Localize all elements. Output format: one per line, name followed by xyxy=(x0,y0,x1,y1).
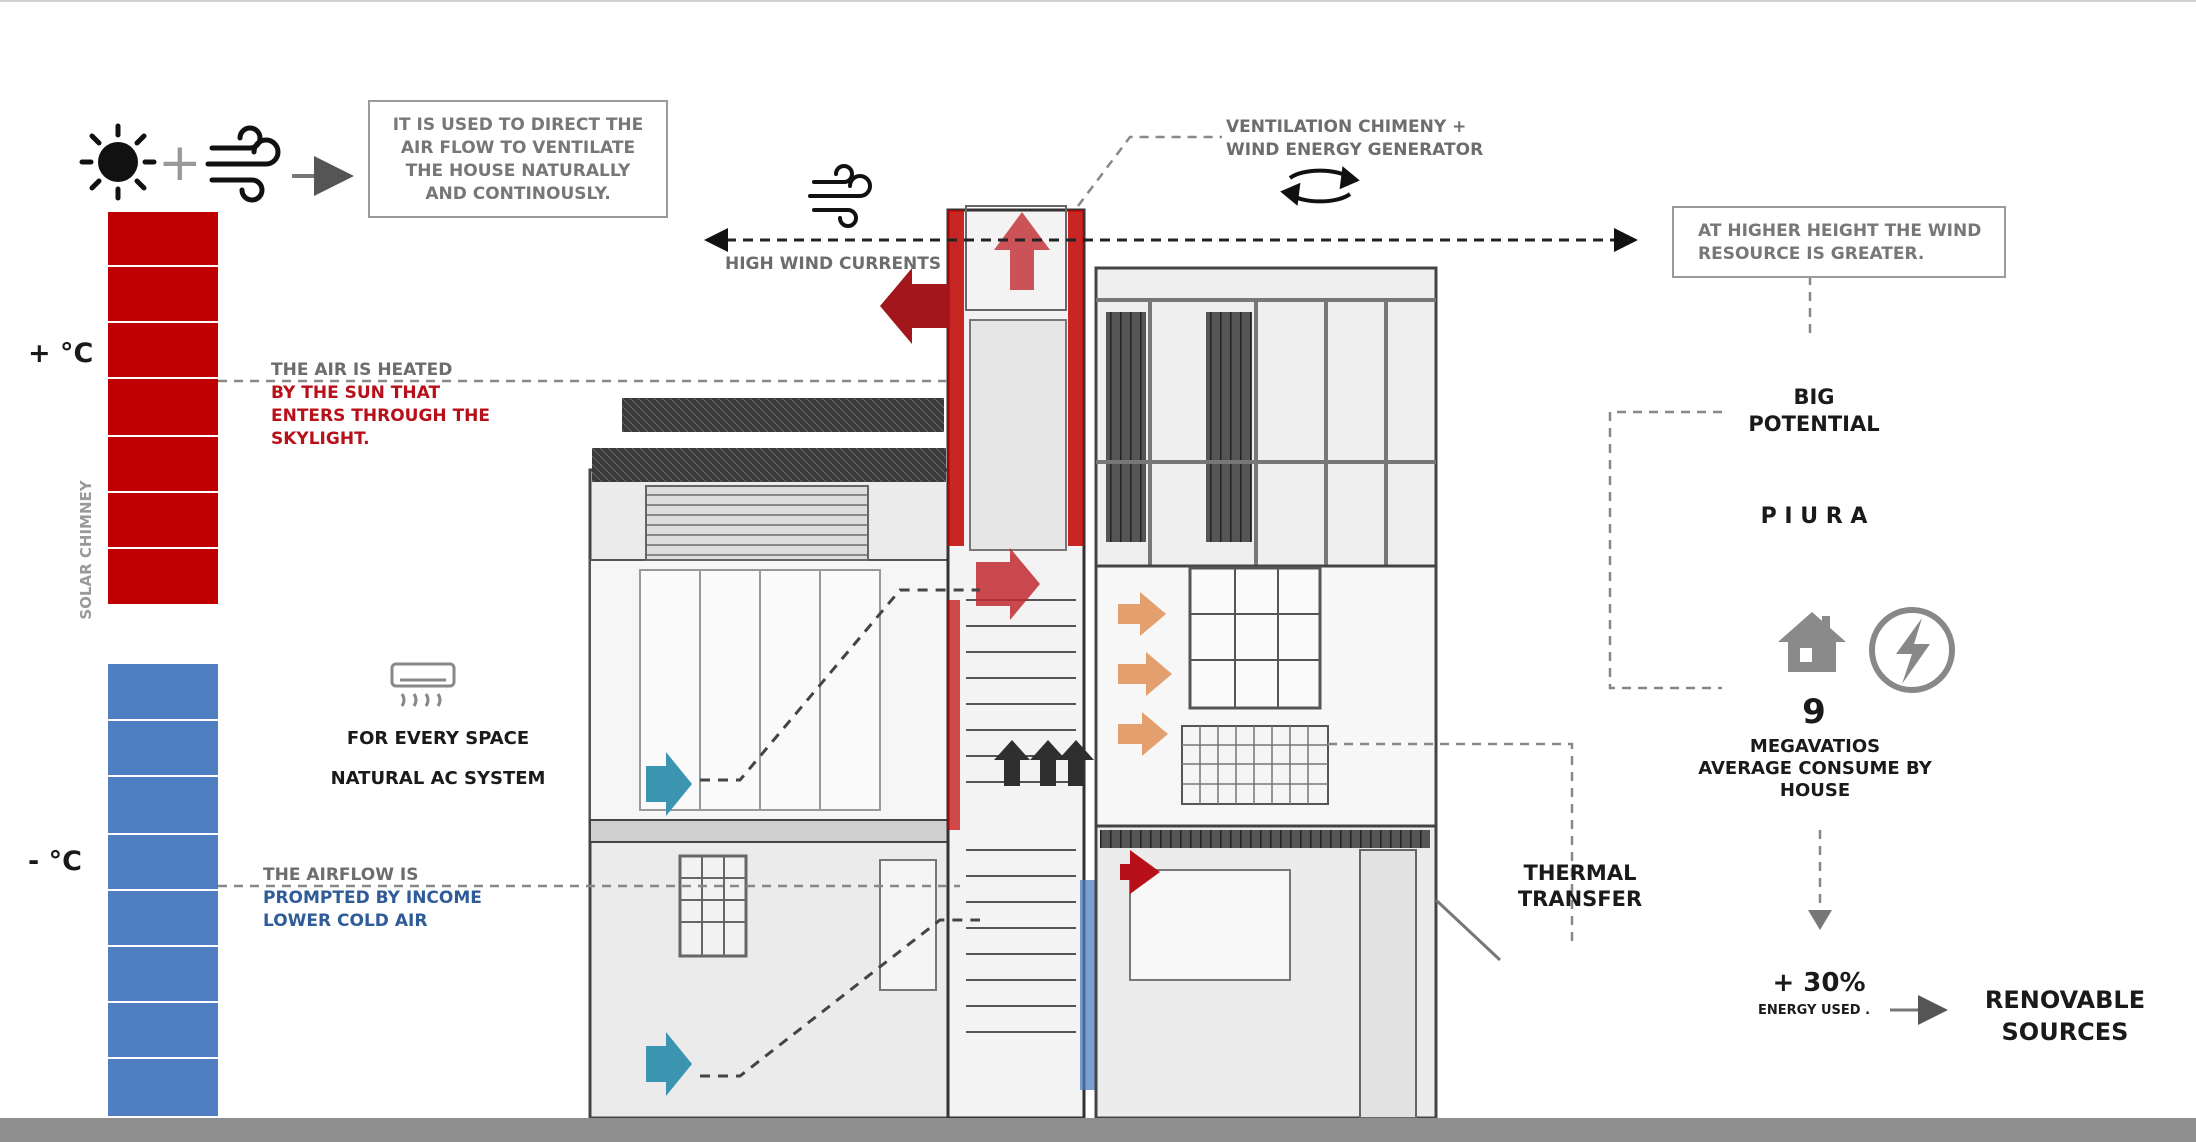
down-arrow-head xyxy=(1808,910,1832,930)
thermal-transfer-label: THERMAL TRANSFER xyxy=(1517,861,1643,911)
house-section-drawing xyxy=(588,205,1502,1120)
ground-line xyxy=(0,1118,2196,1142)
wind-resource-note: AT HIGHER HEIGHT THE WIND RESOURCE IS GR… xyxy=(1672,206,2006,278)
solar-chimney-label: SOLAR CHIMNEY xyxy=(77,480,95,620)
rotation-icon xyxy=(1280,166,1360,206)
hot-air-arrows xyxy=(880,212,1160,894)
cold-temperature-bar xyxy=(108,664,218,1116)
big-potential-label: BIG POTENTIAL xyxy=(1748,385,1880,436)
house-icon xyxy=(1778,612,1846,672)
hot-temperature-label: + °C xyxy=(28,338,94,369)
megawatt-value: 9 xyxy=(1802,692,1826,732)
cold-air-note: THE AIRFLOW IS PROMPTED BY INCOME LOWER … xyxy=(263,865,482,931)
wind-icon xyxy=(205,125,281,203)
cold-temperature-label: - °C xyxy=(28,846,82,877)
consume-label: MEGAVATIOS AVERAGE CONSUME BY HOUSE xyxy=(1698,736,1932,801)
sun-icon xyxy=(79,123,157,201)
rising-air-arrows xyxy=(994,740,1094,786)
ac-space-label: FOR EVERY SPACE xyxy=(346,728,530,749)
warm-air-arrows xyxy=(1118,592,1172,756)
airflow-paths xyxy=(700,588,980,1078)
high-wind-arrow xyxy=(704,228,1638,252)
airflow-direction-note: IT IS USED TO DIRECT THE AIR FLOW TO VEN… xyxy=(368,100,668,218)
air-conditioner-icon xyxy=(390,662,456,707)
plus-sign: + xyxy=(158,133,202,193)
energy-used-label: ENERGY USED . xyxy=(1757,1003,1871,1018)
hot-temperature-bar xyxy=(108,212,218,604)
natural-ac-label: NATURAL AC SYSTEM xyxy=(330,768,546,789)
wind-icon xyxy=(808,164,872,228)
high-wind-currents-label: HIGH WIND CURRENTS xyxy=(725,254,942,274)
leader-lines xyxy=(218,135,1822,942)
location-label: P I U R A xyxy=(1760,504,1868,529)
percent-value: + 30% xyxy=(1772,968,1866,998)
chimney-generator-label: VENTILATION CHIMENY + WIND ENERGY GENERA… xyxy=(1226,117,1484,160)
cold-air-arrows xyxy=(646,752,692,1096)
heated-air-note: THE AIR IS HEATED BY THE SUN THAT ENTERS… xyxy=(271,360,491,449)
lightning-icon xyxy=(1869,607,1955,693)
renewable-sources-label: RENOVABLE SOURCES xyxy=(1984,986,2146,1046)
